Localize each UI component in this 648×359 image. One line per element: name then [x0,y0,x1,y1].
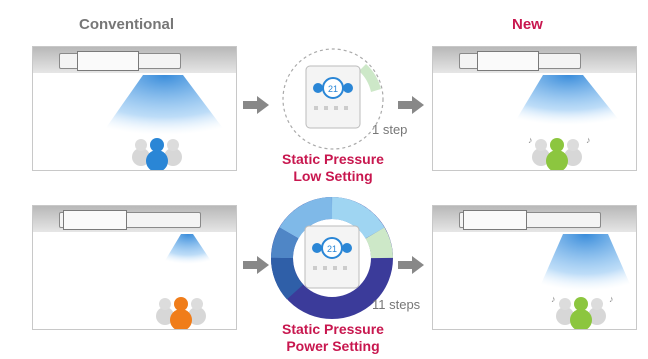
controller-power-setting: 21 [271,197,393,319]
people-group: ♪♪ [551,294,614,329]
indoor-unit [463,210,527,230]
indoor-unit [477,51,539,71]
controller-temp: 21 [327,244,337,254]
room-new-power: ♪♪ [432,205,637,330]
svg-text:♪: ♪ [551,294,556,304]
indoor-unit [77,51,139,71]
people-group [156,297,206,329]
arrow-right-icon [398,96,424,114]
svg-text:♪: ♪ [586,135,591,145]
svg-text:♪: ♪ [528,135,533,145]
people-group [132,138,182,170]
airflow-scene: ♪♪ [513,75,623,170]
controller-temp: 21 [328,84,338,94]
steps-label-top: 1 step [372,122,408,137]
room-conventional-low [32,46,237,171]
airflow-scene [156,234,213,329]
new-header: New [512,16,543,33]
room-conventional-power [32,205,237,330]
room-new-low: ♪♪ [432,46,637,171]
controller-low-setting: 21 [282,48,384,150]
airflow-fan [163,234,213,264]
airflow-scene [101,75,228,170]
svg-text:♪: ♪ [609,294,614,304]
airflow-fan [513,75,623,125]
conventional-header: Conventional [79,16,175,33]
airflow-fan [538,234,633,291]
arrow-right-icon [243,96,269,114]
airflow-fan [101,75,228,135]
arrow-right-icon [243,256,269,274]
indoor-unit [63,210,127,230]
airflow-scene: ♪♪ [538,234,633,329]
arrow-right-icon [398,256,424,274]
steps-label-bottom: 11 steps [372,297,421,312]
people-group: ♪♪ [528,135,591,170]
